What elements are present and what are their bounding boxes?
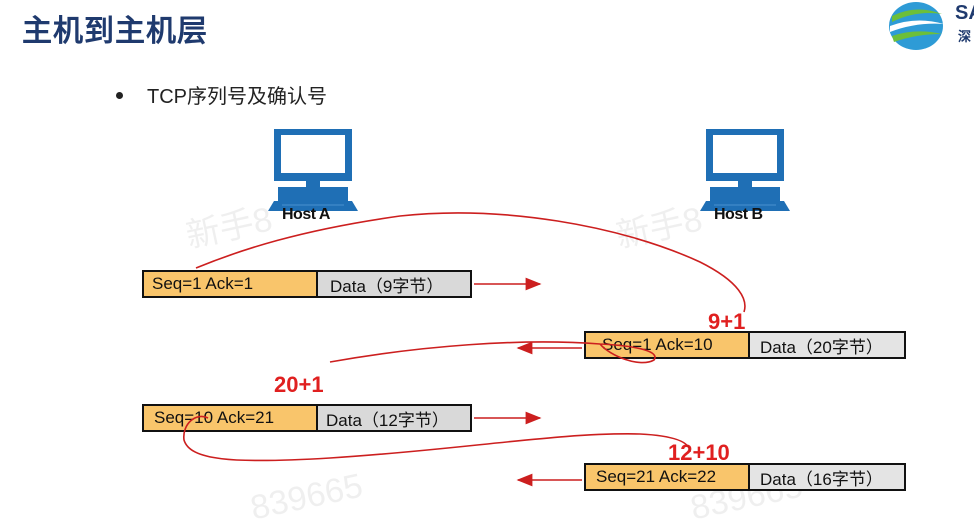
packet-seq-ack: Seq=1 Ack=1 — [144, 272, 318, 296]
packet-seq-ack: Seq=21 Ack=22 — [586, 465, 750, 489]
bullet-dot-icon — [116, 92, 123, 100]
watermark: 新手8 — [182, 200, 276, 256]
host-b-label: Host B — [714, 206, 763, 223]
packet-data: Data（16字节） — [750, 465, 904, 489]
packet-data: Data（20字节） — [750, 333, 904, 357]
packet-1: Seq=1 Ack=1 Data（9字节） — [142, 270, 472, 298]
bullet-item: TCP序列号及确认号 — [116, 80, 327, 109]
packet-data: Data（12字节） — [318, 406, 470, 430]
watermark: 新手8 — [612, 200, 706, 256]
packet-seq-ack: Seq=1 Ack=10 — [586, 333, 750, 357]
computer-icon-host-b — [700, 129, 790, 211]
connector-lines — [183, 212, 746, 487]
slide-title: 主机到主机层 — [22, 14, 208, 49]
company-logo-icon — [889, 2, 944, 50]
bullet-text: TCP序列号及确认号 — [147, 86, 327, 108]
logo-text: SA — [955, 2, 974, 24]
watermark: 839665 — [247, 466, 367, 528]
annotation-9-plus-1: 9+1 — [708, 309, 746, 334]
packet-2: Seq=1 Ack=10 Data（20字节） — [584, 331, 906, 359]
annotation-12-plus-10: 12+10 — [668, 440, 730, 465]
computer-icon-host-a — [268, 129, 358, 211]
annotation-20-plus-1: 20+1 — [274, 372, 324, 397]
packet-4: Seq=21 Ack=22 Data（16字节） — [584, 463, 906, 491]
logo-subtext: 深 — [958, 29, 972, 44]
packet-seq-ack: Seq=10 Ack=21 — [144, 406, 318, 430]
packet-3: Seq=10 Ack=21 Data（12字节） — [142, 404, 472, 432]
host-a-label: Host A — [282, 206, 330, 223]
packet-data: Data（9字节） — [318, 272, 470, 296]
